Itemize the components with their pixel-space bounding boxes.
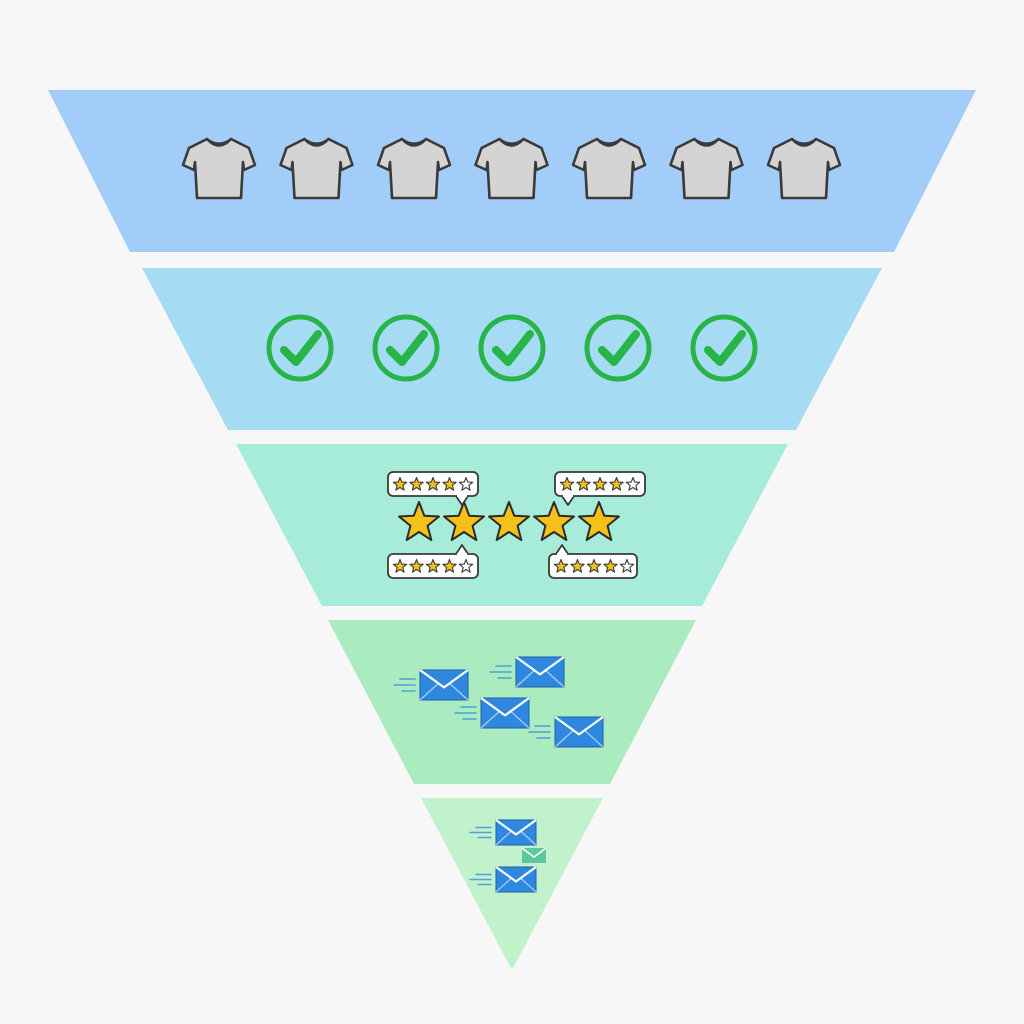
t-shirt-icon <box>376 137 452 200</box>
checkmark-circle-icon <box>690 314 758 382</box>
review-star-icon <box>442 558 457 573</box>
review-star-icon <box>392 476 408 491</box>
t-shirt-icon <box>766 137 842 200</box>
review-star-icon <box>392 558 408 573</box>
envelope-icon <box>521 847 547 863</box>
envelope-icon <box>469 819 537 846</box>
review-star-icon <box>570 558 585 573</box>
review-star-icon <box>586 558 602 573</box>
review-star-icon <box>458 476 474 491</box>
review-bubble-icon <box>554 471 646 506</box>
checkmark-circle-icon <box>372 314 440 382</box>
envelope-icon <box>528 716 604 748</box>
t-shirt-icon <box>571 137 647 200</box>
star-icon <box>443 501 485 541</box>
envelope-icon <box>489 656 565 688</box>
review-bubble-icon <box>548 544 638 579</box>
envelope-icon <box>393 669 469 701</box>
review-bubble-icon <box>387 471 479 506</box>
t-shirt-icon <box>669 137 744 200</box>
star-icon <box>398 501 440 541</box>
review-star-icon <box>442 476 457 491</box>
funnel-stage-checks <box>142 268 882 430</box>
review-star-icon <box>609 476 624 491</box>
review-star-icon <box>592 476 608 491</box>
t-shirt-icon <box>279 137 354 200</box>
checkmark-circle-icon <box>478 314 546 382</box>
review-star-icon <box>425 476 441 491</box>
envelope-icon <box>454 697 530 729</box>
review-star-icon <box>625 476 641 491</box>
star-icon <box>488 501 530 541</box>
review-star-icon <box>409 558 424 573</box>
star-icon <box>578 501 620 541</box>
review-star-icon <box>458 558 474 573</box>
review-star-icon <box>559 476 575 491</box>
envelope-icon <box>469 866 537 893</box>
review-star-icon <box>576 476 591 491</box>
star-icon <box>533 501 575 541</box>
checkmark-circle-icon <box>584 314 652 382</box>
review-bubble-icon <box>387 544 479 579</box>
review-star-icon <box>603 558 618 573</box>
review-star-icon <box>425 558 441 573</box>
review-star-icon <box>553 558 569 573</box>
review-star-icon <box>619 558 635 573</box>
t-shirt-icon <box>181 137 257 200</box>
checkmark-circle-icon <box>266 314 334 382</box>
t-shirt-icon <box>474 137 549 200</box>
review-star-icon <box>409 476 424 491</box>
